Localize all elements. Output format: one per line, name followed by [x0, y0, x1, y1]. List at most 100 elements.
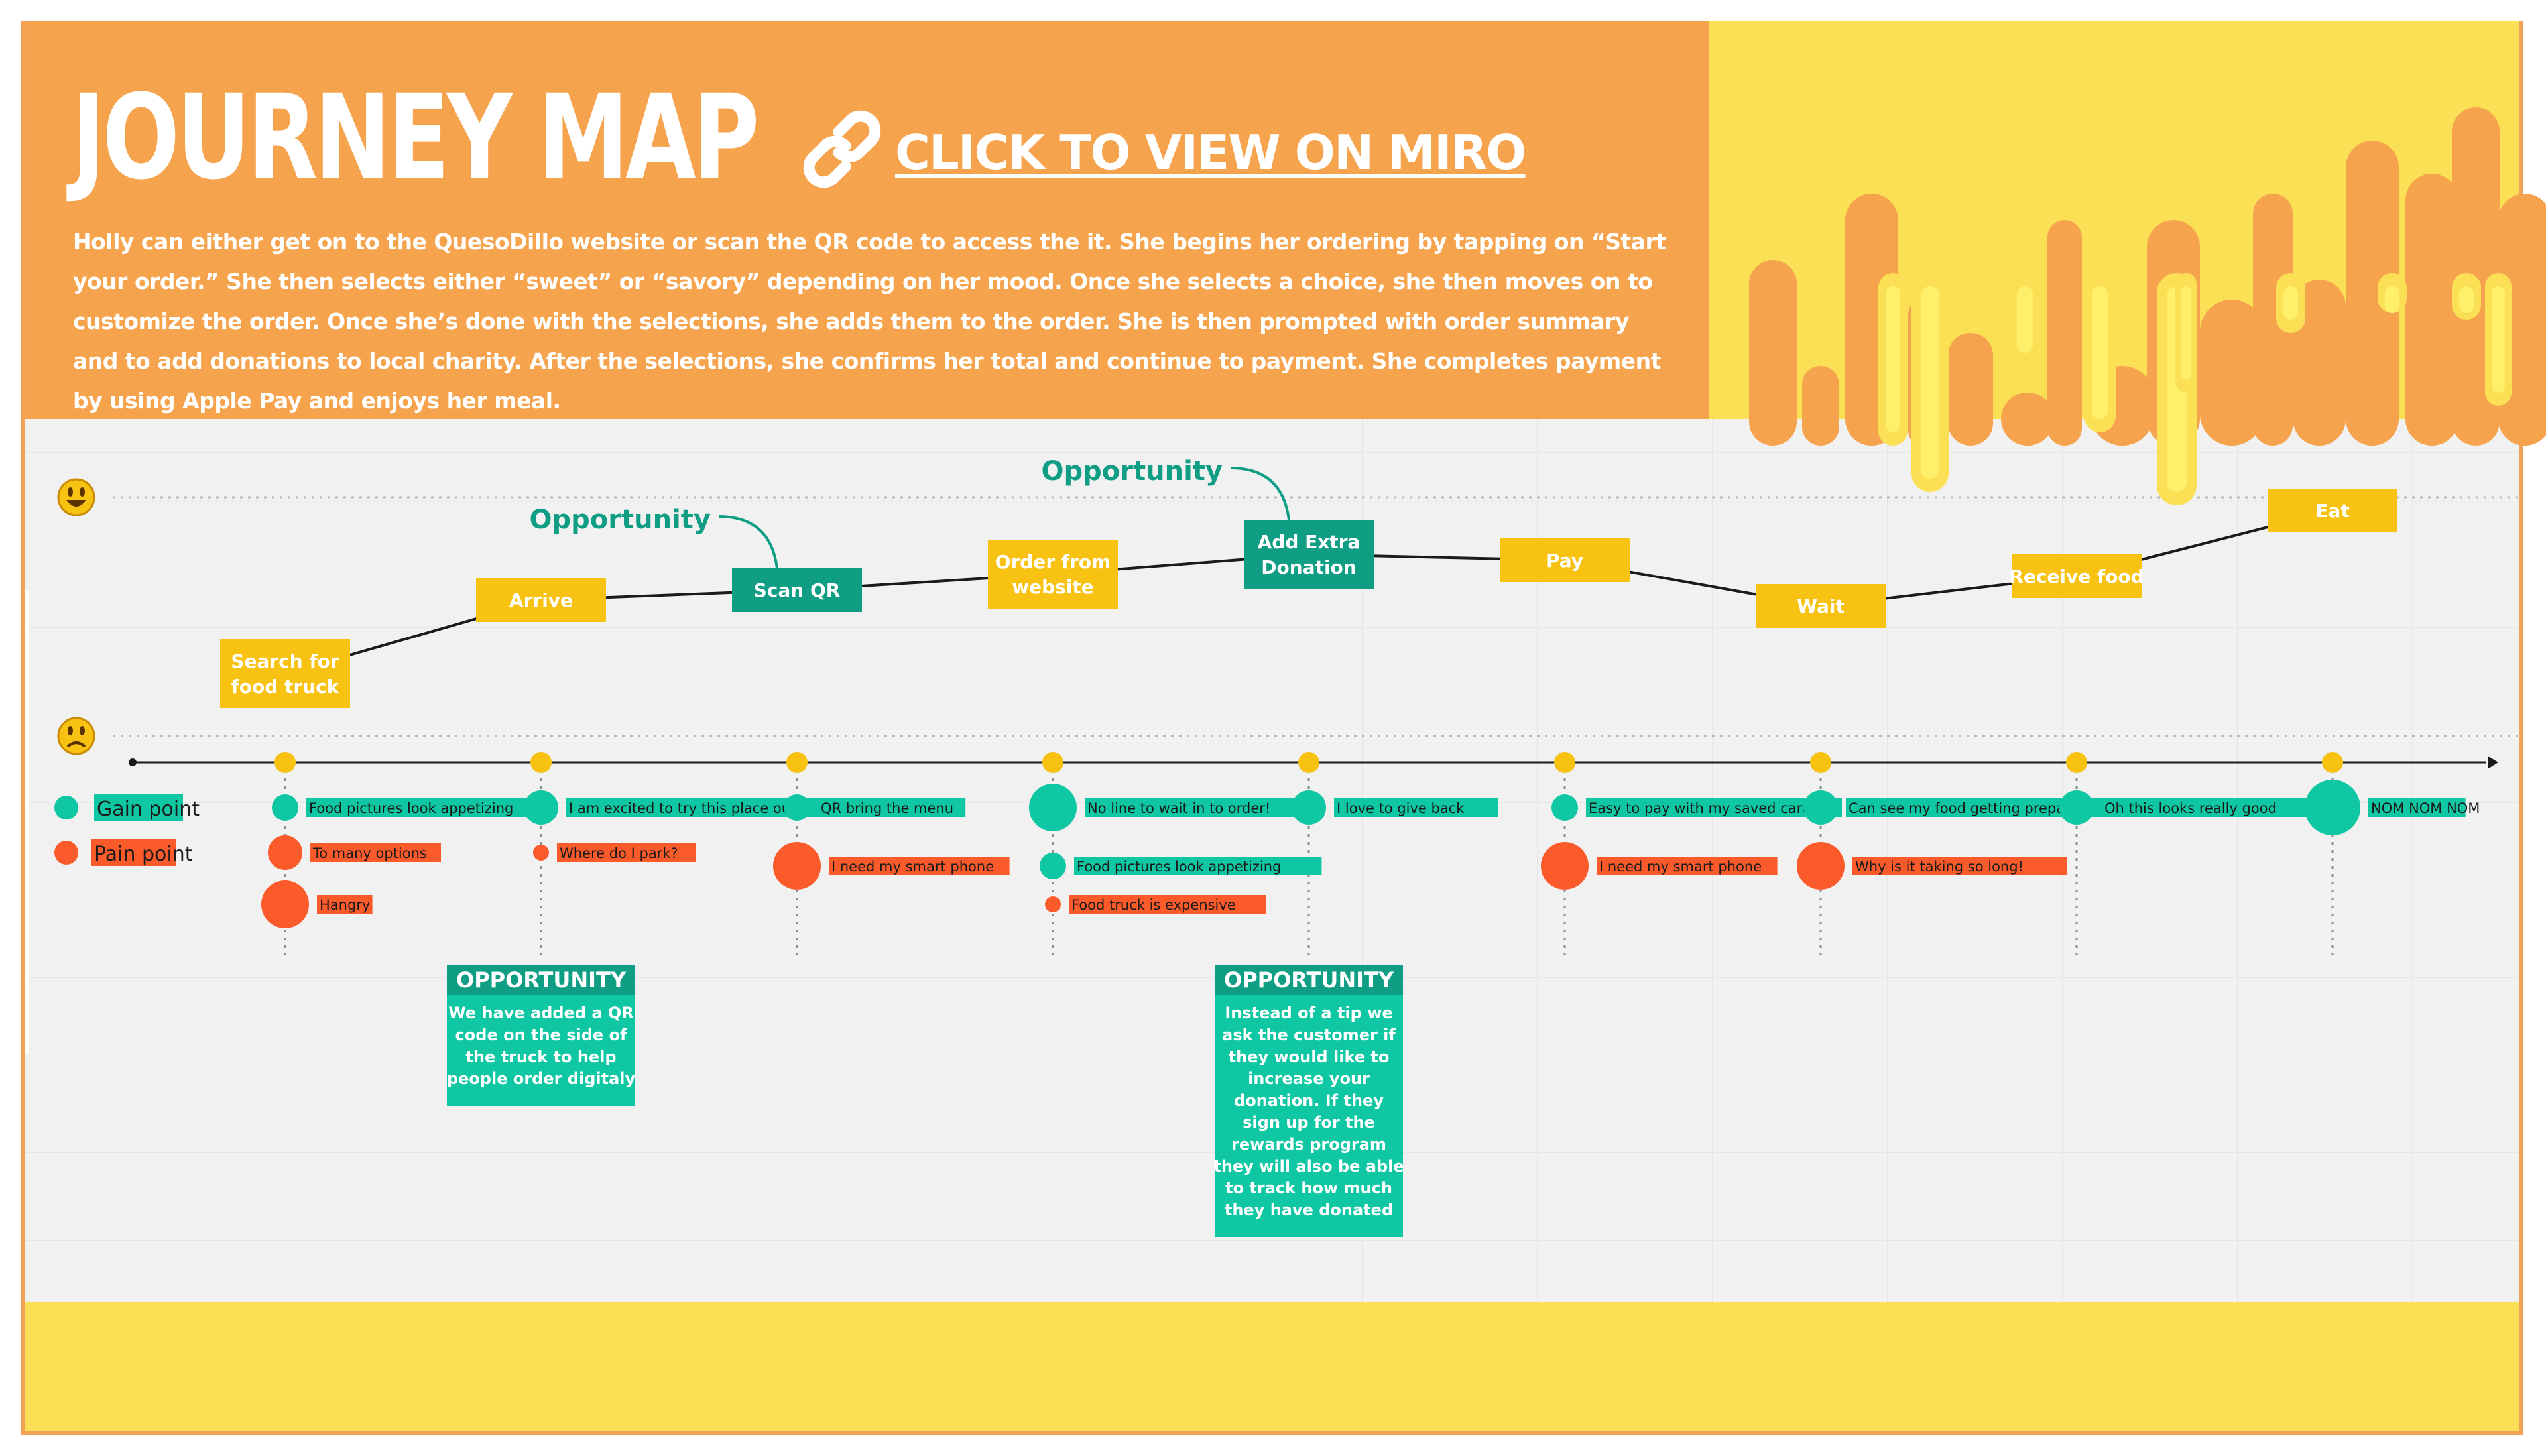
- point-label: Hangry: [320, 897, 370, 913]
- opportunity-card-line: increase your: [1248, 1069, 1370, 1088]
- opportunity-card-body: [1215, 965, 1403, 1237]
- face-mouth: [66, 741, 86, 748]
- opportunity-card-line: the truck to help: [465, 1048, 616, 1066]
- face-disc: [57, 717, 95, 755]
- step-box[interactable]: [732, 568, 862, 612]
- point-label: Where do I park?: [560, 845, 678, 861]
- gain-marker: [2305, 780, 2360, 835]
- step-label: Arrive: [509, 589, 573, 611]
- page-title: JOURNEY MAP: [72, 70, 759, 206]
- journey-step[interactable]: Scan QR: [732, 568, 862, 612]
- gain-legend-label: Gain point: [97, 798, 200, 821]
- pain-point: Where do I park?: [533, 843, 696, 862]
- point-label-bg: [2102, 798, 2316, 817]
- pain-point: I need my smart phone: [1541, 842, 1778, 890]
- step-box[interactable]: [988, 540, 1118, 609]
- journey-step[interactable]: Pay: [1500, 538, 1630, 582]
- timeline-node: [1298, 752, 1319, 773]
- journey-step[interactable]: Receive food: [2009, 554, 2144, 598]
- gain-point: No line to wait in to order!: [1029, 784, 1324, 831]
- drip-column: [1749, 260, 1797, 446]
- gain-marker: [1040, 853, 1066, 879]
- point-label: I need my smart phone: [831, 859, 994, 875]
- gain-marker: [1029, 784, 1077, 831]
- step-box[interactable]: [476, 578, 606, 622]
- journey-step[interactable]: Arrive: [476, 578, 606, 622]
- drip-column: [1948, 333, 1993, 446]
- gain-point: Oh this looks really good: [2059, 790, 2316, 825]
- opportunity-callout-label: Opportunity: [1042, 456, 1223, 487]
- drip-column: [2346, 141, 2399, 446]
- opportunity-card-title: OPPORTUNITY: [1224, 967, 1394, 993]
- point-label-bg: [1074, 857, 1322, 875]
- step-label: Wait: [1797, 595, 1845, 617]
- timeline-node: [1042, 752, 1063, 773]
- point-label-bg: [2368, 798, 2466, 817]
- point-label-bg: [1085, 798, 1324, 817]
- drip-column: [2405, 174, 2458, 446]
- footer-banner: [21, 1302, 2523, 1435]
- drip-column: [1802, 366, 1839, 446]
- gain-point: Food pictures look appetizing: [272, 794, 554, 821]
- gain-point: I am excited to try this place out!: [524, 790, 864, 825]
- point-label: QR bring the menu: [821, 800, 953, 816]
- gain-point: Food pictures look appetizing: [1040, 853, 1322, 879]
- step-box[interactable]: [2268, 489, 2397, 532]
- step-box[interactable]: [1756, 584, 1886, 628]
- step-label: food truck: [231, 676, 340, 698]
- drip-shine: [2385, 286, 2399, 313]
- step-label: website: [1012, 576, 1094, 598]
- timeline-node: [274, 752, 296, 773]
- pain-marker: [773, 842, 821, 890]
- drip-column: [2200, 300, 2264, 446]
- opportunity-card-line: they would like to: [1229, 1048, 1390, 1066]
- drip-shine: [2459, 286, 2474, 313]
- face-mouth: [66, 500, 86, 507]
- view-on-miro-link[interactable]: CLICK TO VIEW ON MIRO: [895, 125, 1526, 180]
- point-label: I love to give back: [1337, 800, 1465, 816]
- drip-shine: [2017, 286, 2033, 353]
- opportunity-card-line: rewards program: [1231, 1135, 1386, 1154]
- step-box[interactable]: [1244, 520, 1374, 589]
- link-icon[interactable]: [799, 106, 885, 192]
- journey-step[interactable]: Wait: [1756, 584, 1886, 628]
- point-label: Can see my food getting prepared: [1849, 800, 2088, 816]
- opportunity-card-line: ask the customer if: [1222, 1026, 1396, 1044]
- timeline-start: [129, 758, 137, 766]
- gain-legend-label-bg: [94, 794, 183, 821]
- pain-point: Food truck is expensive: [1045, 895, 1266, 914]
- step-label: Scan QR: [754, 579, 841, 601]
- point-label: I need my smart phone: [1599, 859, 1762, 875]
- opportunity-card-line: people order digitaly: [447, 1069, 636, 1088]
- timeline-node: [1554, 752, 1575, 773]
- sad-face-icon: [57, 717, 95, 755]
- pain-point: Hangry: [261, 880, 373, 928]
- pain-point-swatch: [54, 841, 78, 865]
- point-label: NOM NOM NOM: [2371, 800, 2480, 816]
- point-label: No line to wait in to order!: [1087, 800, 1270, 816]
- pain-marker: [1541, 842, 1589, 890]
- step-label: Add Extra: [1258, 531, 1361, 553]
- step-label: Pay: [1546, 550, 1583, 572]
- opportunity-card-line: donation. If they: [1234, 1091, 1384, 1110]
- opportunity-card-line: they have donated: [1225, 1201, 1393, 1219]
- step-box[interactable]: [220, 639, 350, 708]
- step-box[interactable]: [2012, 554, 2142, 598]
- pain-marker: [533, 845, 549, 861]
- opportunity-card-line: they will also be able: [1213, 1157, 1404, 1176]
- journey-step[interactable]: Order from website: [988, 540, 1118, 609]
- drip-column: [2001, 393, 2054, 446]
- callout-connector: [718, 515, 778, 569]
- step-label: Order from: [995, 551, 1111, 573]
- face-eye: [80, 487, 85, 497]
- journey-step[interactable]: Eat: [2268, 489, 2397, 532]
- step-box[interactable]: [1500, 538, 1630, 582]
- point-label-bg: [1586, 798, 1842, 817]
- point-label-bg: [306, 798, 554, 817]
- drip-shine: [2181, 286, 2191, 379]
- pain-marker: [261, 880, 309, 928]
- timeline-node: [530, 752, 552, 773]
